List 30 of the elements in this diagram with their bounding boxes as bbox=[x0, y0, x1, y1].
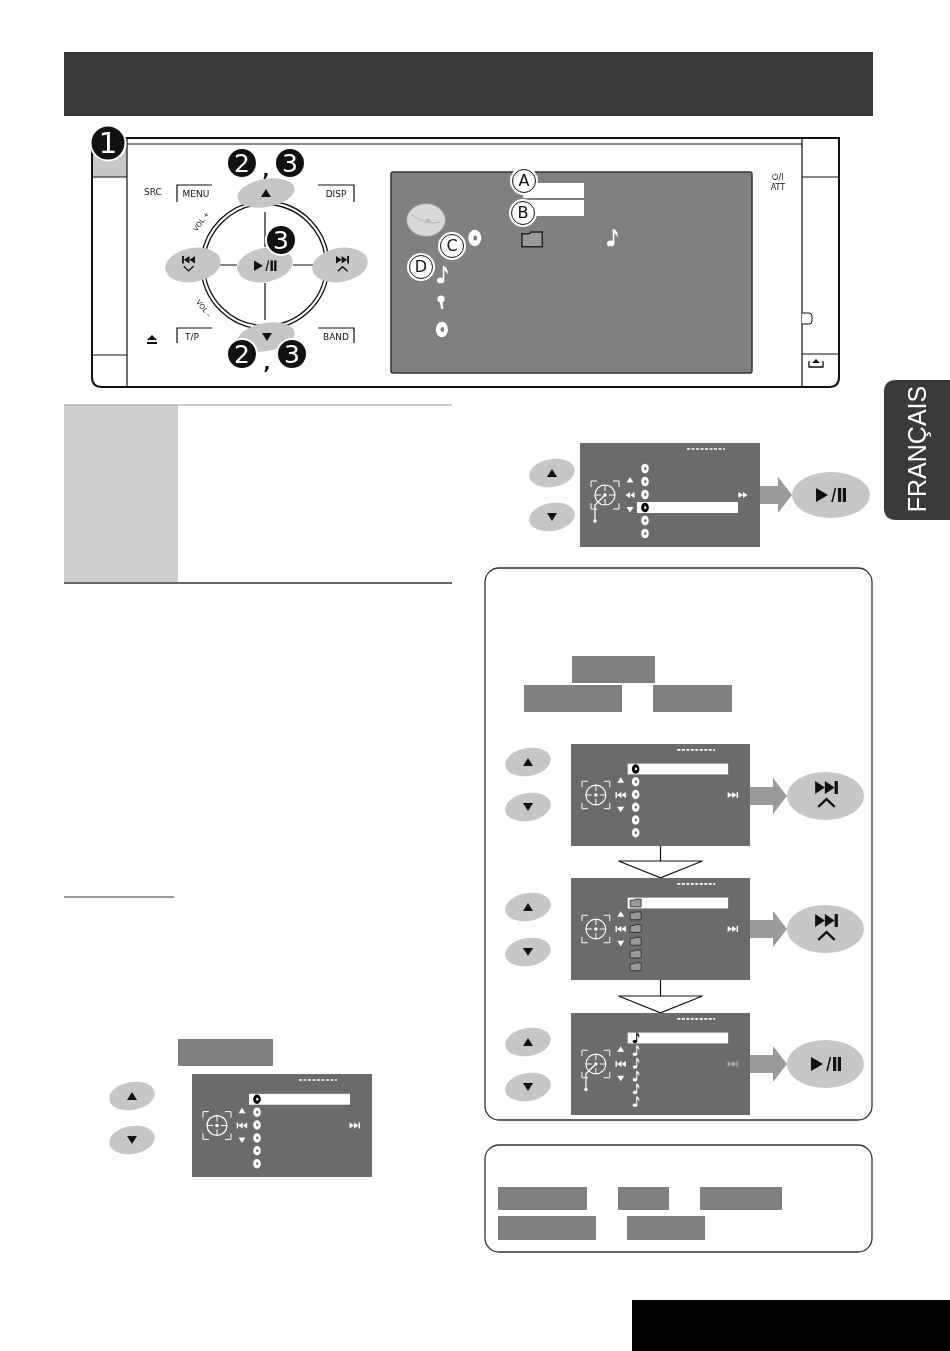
arrow bbox=[617, 845, 704, 879]
block-arrow bbox=[750, 911, 787, 947]
screen-display bbox=[571, 744, 750, 846]
callout-letter: D bbox=[409, 255, 433, 279]
screen-display bbox=[580, 443, 760, 547]
block-arrow bbox=[760, 477, 792, 513]
screen-display bbox=[192, 1074, 372, 1177]
block-arrow bbox=[750, 778, 787, 814]
callout-letter: A bbox=[512, 169, 536, 193]
key-label: ⏻/I bbox=[772, 174, 784, 182]
key-label: ATT bbox=[770, 184, 786, 192]
callout-number: 2 bbox=[226, 147, 258, 179]
key-label: SRC bbox=[144, 187, 162, 197]
callout-letter: B bbox=[511, 201, 535, 225]
screen-display bbox=[571, 1013, 750, 1115]
screen-display bbox=[571, 878, 750, 980]
callout-number: 3 bbox=[276, 338, 308, 370]
callout-number: 3 bbox=[265, 224, 297, 256]
comma: , bbox=[263, 354, 271, 372]
key-label: DISP bbox=[325, 189, 347, 199]
callout-number: 3 bbox=[274, 147, 306, 179]
key-label: MENU bbox=[182, 189, 210, 199]
key-label: BAND bbox=[323, 332, 349, 342]
key-label: T/P bbox=[185, 332, 199, 342]
callout-letter: C bbox=[440, 234, 464, 258]
arrow bbox=[617, 979, 704, 1014]
language-label: FRANÇAIS bbox=[904, 385, 930, 513]
comma: , bbox=[262, 161, 270, 179]
callout-number: 2 bbox=[226, 338, 258, 370]
block-arrow bbox=[750, 1046, 787, 1082]
